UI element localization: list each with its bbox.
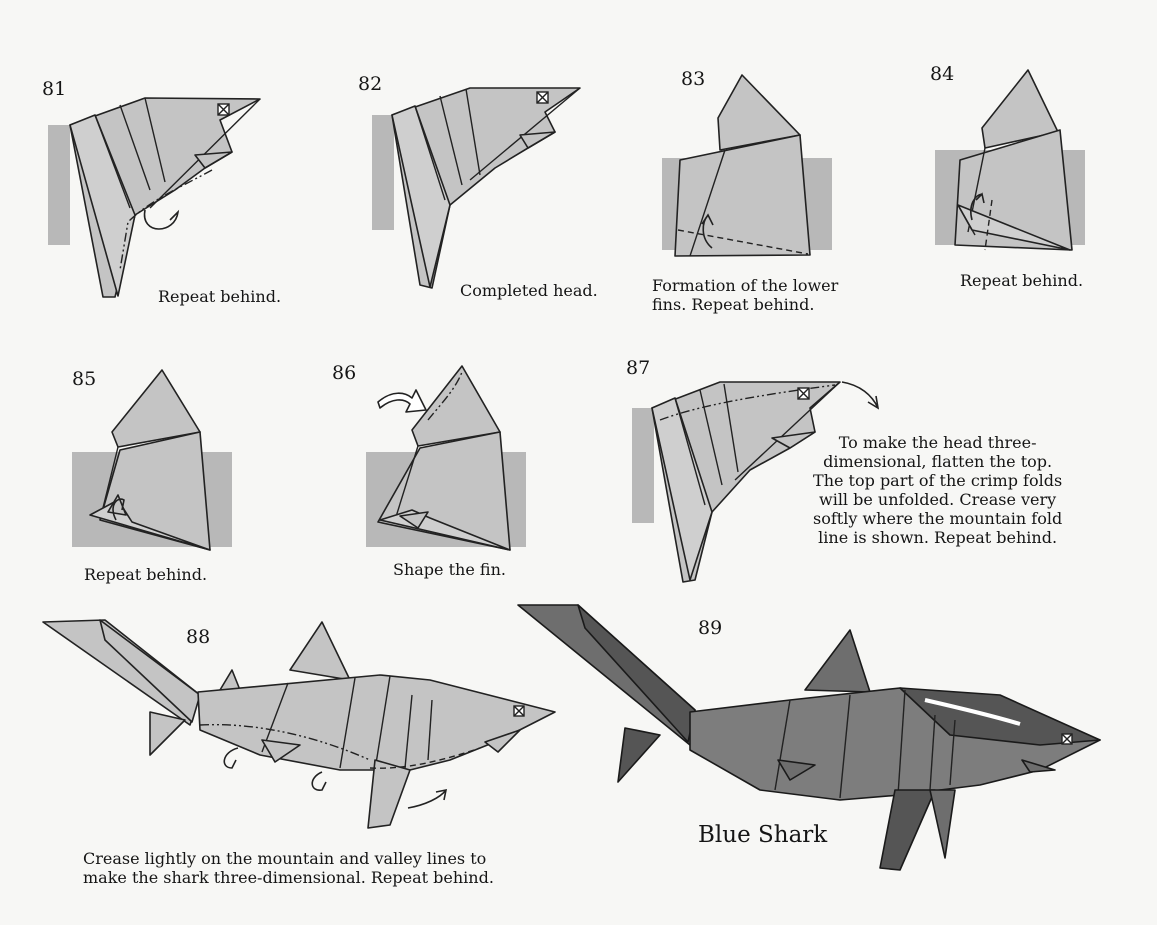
step-81-drawing: [48, 97, 261, 298]
step-number-81: 81: [42, 78, 67, 100]
hollow-arrow-icon: [377, 389, 427, 413]
fold-arrow-icon: [311, 771, 327, 791]
step-number-87: 87: [626, 357, 651, 379]
step-82-drawing: [372, 87, 581, 289]
step-caption-88: Crease lightly on the mountain and valle…: [83, 849, 494, 887]
step-number-82: 82: [358, 73, 383, 95]
step-number-85: 85: [72, 368, 97, 390]
step-88-drawing: [42, 619, 556, 829]
fold-arrow-icon: [223, 747, 239, 769]
step-89-drawing: [517, 604, 1101, 871]
step-85-drawing: [72, 369, 232, 551]
fold-arrow-icon: [841, 381, 880, 410]
step-caption-84: Repeat behind.: [960, 271, 1084, 290]
fold-arrow-icon: [143, 209, 180, 230]
fold-arrow-icon: [112, 498, 125, 521]
step-caption-85: Repeat behind.: [84, 565, 208, 584]
step-caption-81: Repeat behind.: [158, 287, 282, 306]
step-caption-83: Formation of the lower fins. Repeat behi…: [652, 276, 839, 314]
fold-arrow-icon: [701, 213, 714, 249]
step-caption-82: Completed head.: [460, 281, 598, 300]
step-83-drawing: [662, 74, 832, 257]
step-number-84: 84: [930, 63, 955, 85]
step-86-drawing: [366, 365, 526, 551]
final-model-title: Blue Shark: [698, 822, 828, 848]
step-caption-87: To make the head three- dimensional, fla…: [813, 433, 1063, 547]
fold-arrow-icon: [970, 192, 985, 221]
step-number-89: 89: [698, 617, 723, 639]
fold-arrow-icon: [407, 788, 448, 809]
step-number-86: 86: [332, 362, 357, 384]
step-number-88: 88: [186, 626, 211, 648]
step-number-83: 83: [681, 68, 706, 90]
step-caption-86: Shape the fin.: [393, 560, 506, 579]
step-87-drawing: [632, 381, 880, 583]
step-84-drawing: [935, 69, 1085, 251]
